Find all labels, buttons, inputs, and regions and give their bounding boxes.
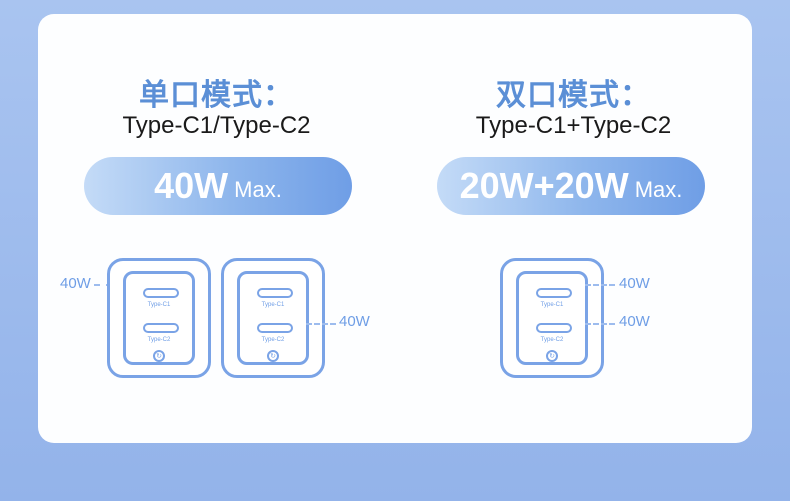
charger-a-watt-label: 40W [60, 275, 91, 292]
charger-logo-icon: ↻ [153, 350, 165, 362]
single-mode-ports: Type-C1/Type-C2 [122, 112, 311, 139]
charger-b-face: Type-C1 Type-C2 ↻ [237, 271, 309, 365]
charger-dual-watt-label-2: 40W [619, 313, 650, 330]
charger-a-leader-line [94, 284, 112, 286]
single-power-max: Max. [234, 177, 282, 202]
charger-dual-watt-label-1: 40W [619, 275, 650, 292]
charger-b-watt-label: 40W [339, 313, 370, 330]
single-mode-column: 单口模式： Type-C1/Type-C2 40W Max. 40W Type-… [38, 14, 395, 443]
dual-power-badge: 20W+20W Max. [437, 157, 705, 215]
charger-b: Type-C1 Type-C2 ↻ [221, 258, 325, 378]
feature-card: 单口模式： Type-C1/Type-C2 40W Max. 40W Type-… [38, 14, 752, 443]
dual-mode-ports: Type-C1+Type-C2 [475, 112, 672, 139]
charger-dual-face: Type-C1 Type-C2 ↻ [516, 271, 588, 365]
charger-dual-port-1 [536, 288, 572, 298]
charger-dual-port-2 [536, 323, 572, 333]
charger-a-port-1 [143, 288, 179, 298]
single-mode-title: 单口模式： [139, 78, 294, 113]
single-power-badge: 40W Max. [84, 157, 352, 215]
charger-logo-icon: ↻ [267, 350, 279, 362]
charger-a-face: Type-C1 Type-C2 ↻ [123, 271, 195, 365]
charger-b-port-1 [257, 288, 293, 298]
charger-dual-port-2-label: Type-C2 [540, 337, 564, 343]
charger-b-port-2-label: Type-C2 [261, 337, 285, 343]
charger-dual: Type-C1 Type-C2 ↻ [500, 258, 604, 378]
charger-b-leader-line [306, 323, 336, 325]
dual-mode-column: 双口模式： Type-C1+Type-C2 20W+20W Max. Type-… [395, 14, 752, 443]
charger-a-port-2-label: Type-C2 [147, 337, 171, 343]
charger-b-port-2 [257, 323, 293, 333]
charger-a: Type-C1 Type-C2 ↻ [107, 258, 211, 378]
charger-dual-leader-line-1 [585, 284, 615, 286]
dual-power-value: 20W+20W [459, 165, 629, 206]
charger-dual-port-1-label: Type-C1 [540, 302, 564, 308]
dual-mode-title: 双口模式： [496, 78, 651, 113]
charger-logo-icon: ↻ [546, 350, 558, 362]
dual-power-max: Max. [634, 177, 683, 202]
charger-a-port-2 [143, 323, 179, 333]
single-power-value: 40W [154, 165, 229, 206]
charger-a-port-1-label: Type-C1 [147, 302, 171, 308]
charger-b-port-1-label: Type-C1 [261, 302, 285, 308]
charger-dual-leader-line-2 [585, 323, 615, 325]
